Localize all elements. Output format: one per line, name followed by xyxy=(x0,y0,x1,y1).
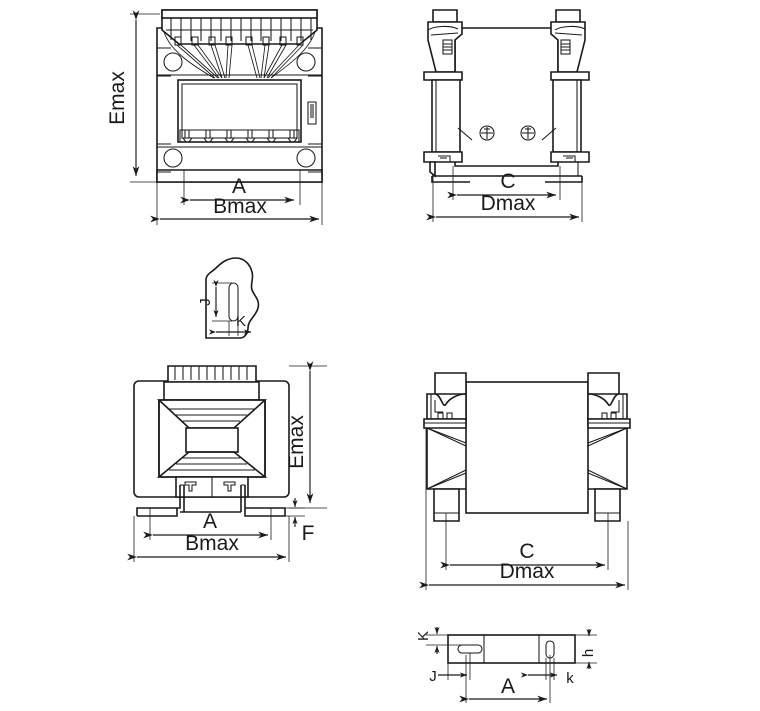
fv1-terminal-block xyxy=(161,9,318,46)
fv1-core-window xyxy=(177,79,302,143)
dim-dmax-v5: Dmax xyxy=(419,428,629,590)
sv2-left-leg xyxy=(433,488,460,522)
dim-label-k-upper: K xyxy=(415,631,432,641)
front-view-bottom-left: Emax F A Bmax xyxy=(127,361,327,562)
front-view-top-left: Emax A Bmax xyxy=(106,9,323,225)
bracket-slot-detail: J K xyxy=(197,257,260,339)
dim-label-emax-2: Emax xyxy=(285,415,308,469)
sv2-right-leg xyxy=(594,488,621,522)
fv1-side-clip xyxy=(307,101,317,125)
dim-label-h: h xyxy=(580,649,597,657)
dim-label-a-2: A xyxy=(203,510,217,533)
dim-c-v5: C xyxy=(440,513,609,570)
fv1-bobbin-tabs xyxy=(179,129,300,143)
fv2-terminal-pads xyxy=(175,476,249,498)
side-view-top-right: C Dmax xyxy=(423,9,590,222)
dim-k-upper-v6: K xyxy=(415,626,462,654)
dim-a-v6: A xyxy=(459,655,551,703)
dim-label-k-lower: k xyxy=(566,670,574,687)
dim-label-emax: Emax xyxy=(106,71,129,125)
dim-bmax-v1: Bmax xyxy=(150,182,323,225)
dim-j-v6: J xyxy=(429,653,471,685)
dim-emax-v4: Emax xyxy=(285,361,327,509)
dim-a-v4: A xyxy=(143,508,272,540)
sv2-right-cap xyxy=(587,372,628,420)
dim-h-v6: h xyxy=(575,628,597,670)
dim-label-dmax: Dmax xyxy=(481,192,536,215)
sv1-screws xyxy=(479,125,536,141)
fv1-mounting-holes xyxy=(157,47,322,173)
dim-c-v2: C xyxy=(447,166,561,200)
side-view-bottom-right: C Dmax xyxy=(419,372,631,590)
dim-label-a: A xyxy=(232,175,246,198)
dim-label-f: F xyxy=(302,522,315,545)
dim-k-lower-v6: k xyxy=(520,658,574,687)
dim-a-v1: A xyxy=(180,170,301,205)
dim-label-a-3: A xyxy=(501,675,515,698)
dim-label-bmax: Bmax xyxy=(213,195,267,218)
sv2-left-cap xyxy=(426,372,467,420)
dim-label-k: K xyxy=(236,313,246,330)
fv2-core-stack xyxy=(156,399,268,478)
sv1-right-coil xyxy=(550,9,590,163)
dim-label-c: C xyxy=(500,170,515,193)
dim-k-v3: K xyxy=(208,313,251,336)
fv1-lead-wires xyxy=(163,31,316,79)
sv1-left-coil xyxy=(423,9,463,163)
dim-label-c-2: C xyxy=(519,540,534,563)
dim-dmax-v2: Dmax xyxy=(426,176,583,222)
mounting-foot-detail: K h J k A xyxy=(415,626,597,703)
dim-label-j-2: J xyxy=(429,668,437,685)
dim-label-bmax-2: Bmax xyxy=(185,532,239,555)
dim-f-v4: F xyxy=(285,498,314,545)
dim-label-dmax-2: Dmax xyxy=(500,560,555,583)
sv1-reference-lines xyxy=(457,127,557,141)
fv2-terminal-comb xyxy=(167,365,257,383)
dim-label-j: J xyxy=(197,298,214,306)
dim-bmax-v4: Bmax xyxy=(127,516,290,562)
dim-emax-v1: Emax xyxy=(106,10,160,183)
sv1-body xyxy=(454,27,559,167)
